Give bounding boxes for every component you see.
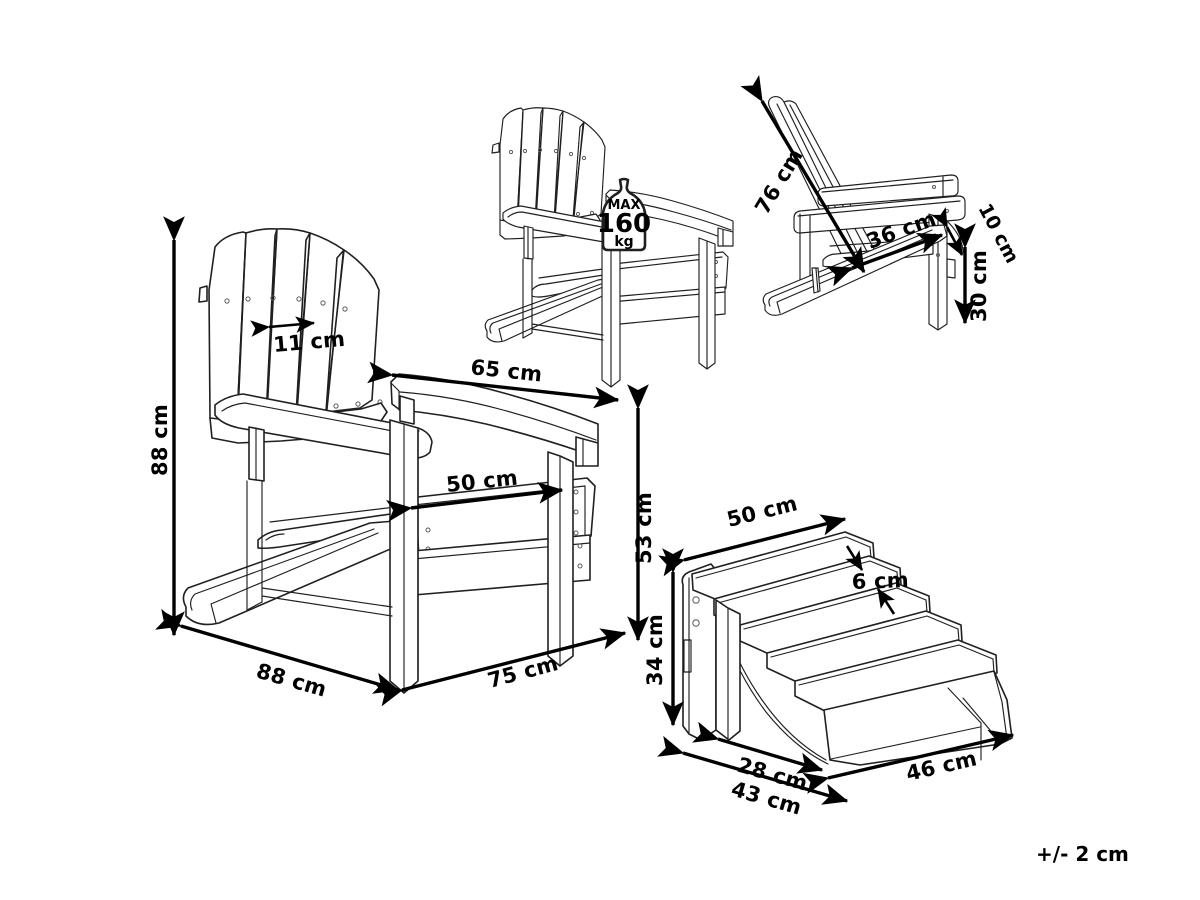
chair-back-slats xyxy=(198,228,383,426)
load-chair-illustration: MAX 160 kg xyxy=(484,107,734,388)
weight-value-label: 160 xyxy=(597,209,651,239)
dim-30-seatheight: 30 cm xyxy=(954,223,991,325)
dim-34-stool-height: 34 cm xyxy=(643,548,684,727)
weight-max-label: MAX xyxy=(607,198,640,213)
main-chair-illustration xyxy=(182,228,599,694)
chair-right-front-leg xyxy=(547,451,574,667)
dim-50-stool-top-label: 50 cm xyxy=(724,491,800,532)
chair-front-apron xyxy=(401,534,591,597)
dim-30-seatheight-label: 30 cm xyxy=(967,250,991,322)
dim-88-height: 88 cm xyxy=(148,216,185,637)
dim-88-height-label: 88 cm xyxy=(148,404,172,476)
chair-left-front-leg xyxy=(389,419,419,694)
dim-88-depth: 88 cm xyxy=(155,608,400,702)
chair-left-armrest xyxy=(214,393,433,482)
weight-unit-label: kg xyxy=(614,234,633,250)
load-chair-back-slats xyxy=(491,107,606,227)
dim-6-slat-label: 6 cm xyxy=(851,568,909,594)
side-chair-illustration xyxy=(762,95,966,331)
dim-75-width-label: 75 cm xyxy=(485,651,561,693)
weight-capacity-badge: MAX 160 kg xyxy=(597,177,651,252)
dim-34-stool-height-label: 34 cm xyxy=(643,614,667,686)
footstool-illustration xyxy=(681,531,1013,766)
dim-6-slat: 6 cm xyxy=(845,545,909,615)
dim-76-backrest-label: 76 cm xyxy=(750,144,808,218)
dim-53-arm-height: 53 cm xyxy=(627,384,656,642)
dim-65-arm-label: 65 cm xyxy=(469,355,543,386)
dim-53-arm-height-label: 53 cm xyxy=(632,492,656,564)
tolerance-note: +/- 2 cm xyxy=(1036,842,1129,866)
dim-75-width: 75 cm xyxy=(376,628,627,707)
